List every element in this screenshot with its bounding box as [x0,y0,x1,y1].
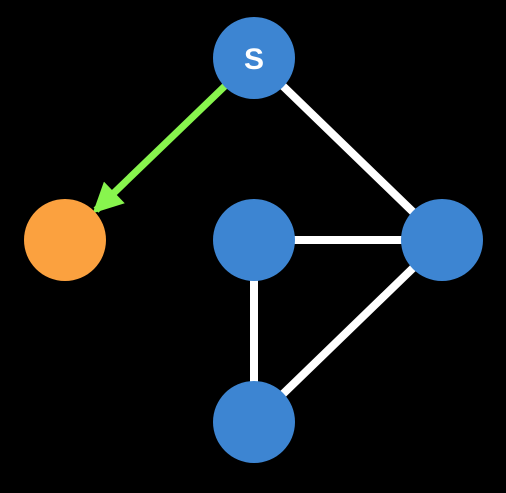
node-circle-left [24,199,106,281]
node-right [401,199,483,281]
edge-s-right [279,82,417,216]
node-circle-right [401,199,483,281]
node-bottom [213,381,295,463]
node-label-s: S [244,43,264,76]
edges-layer [92,82,417,398]
nodes-layer: S [24,17,483,463]
edge-right-bottom [279,264,417,398]
node-middle [213,199,295,281]
node-s: S [213,17,295,99]
node-circle-bottom [213,381,295,463]
node-circle-middle [213,199,295,281]
edge-s-left-arrow [92,82,229,214]
node-circle-s [213,17,295,99]
node-left [24,199,106,281]
